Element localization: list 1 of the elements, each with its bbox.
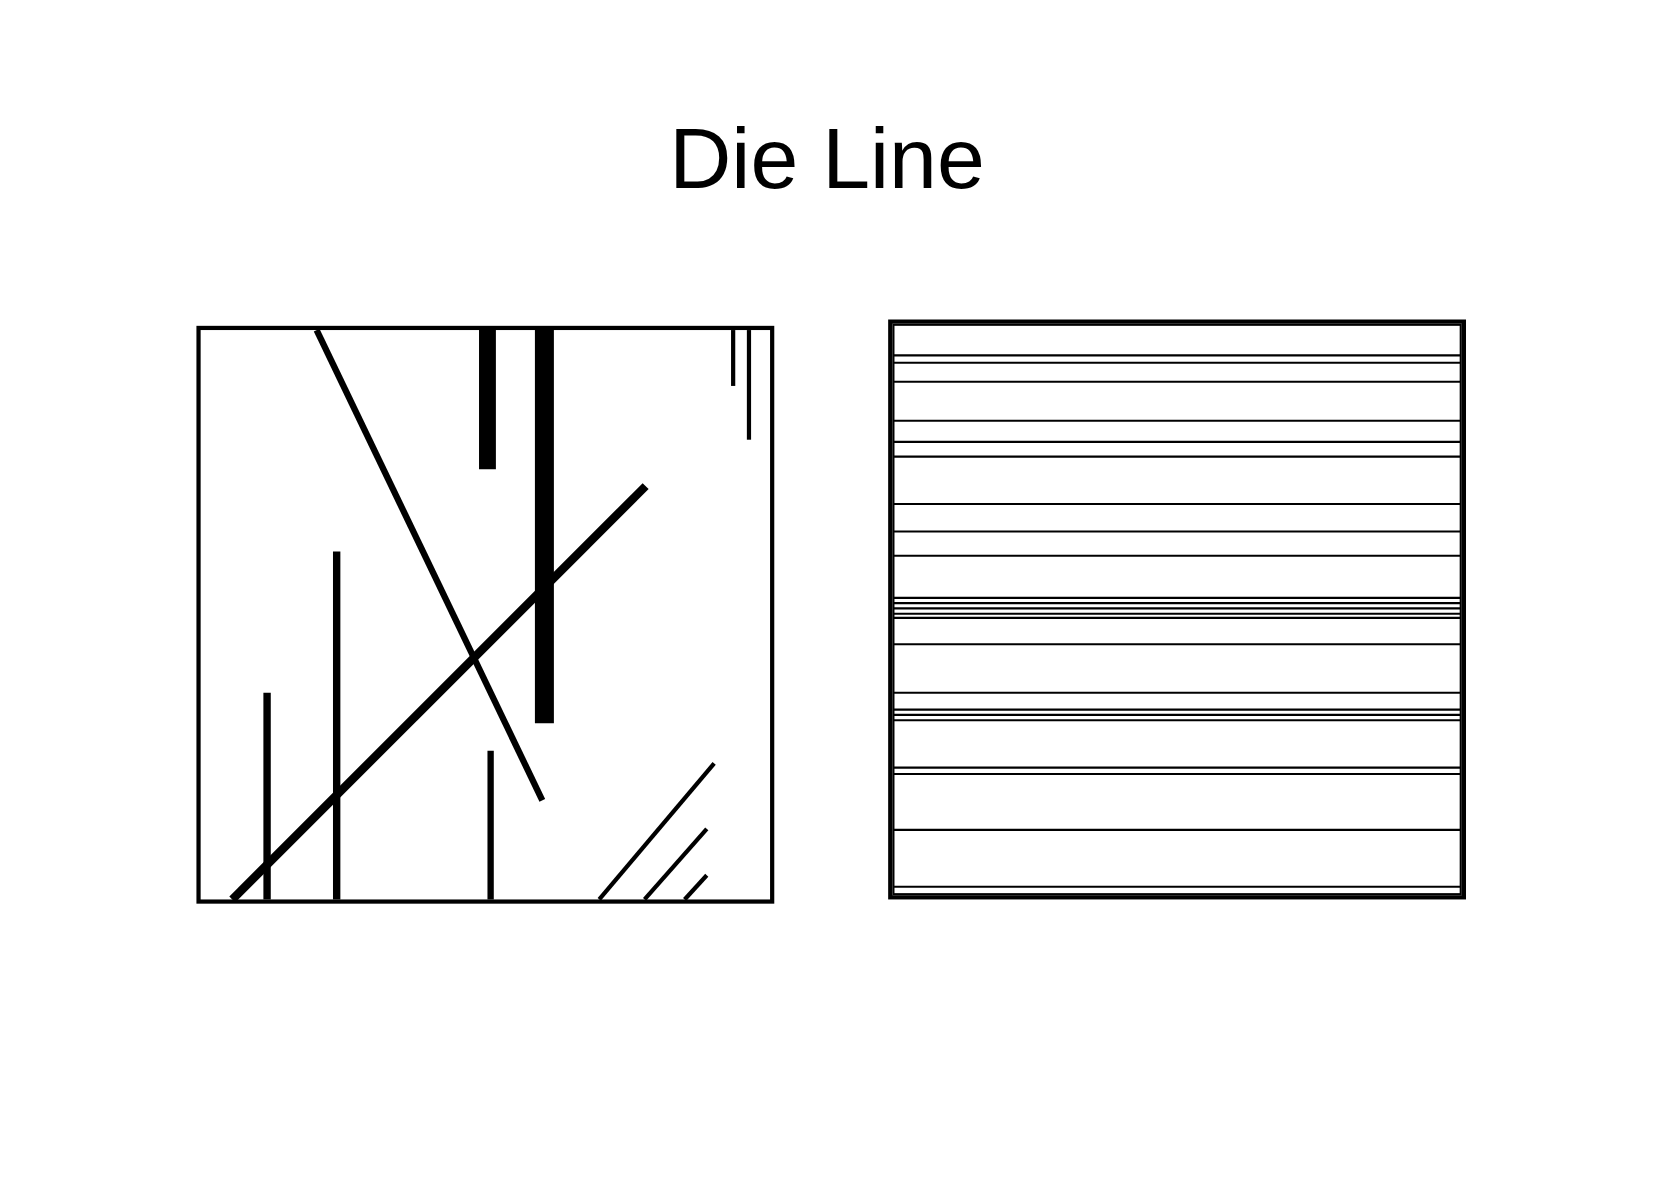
- title: Die Line: [669, 109, 985, 208]
